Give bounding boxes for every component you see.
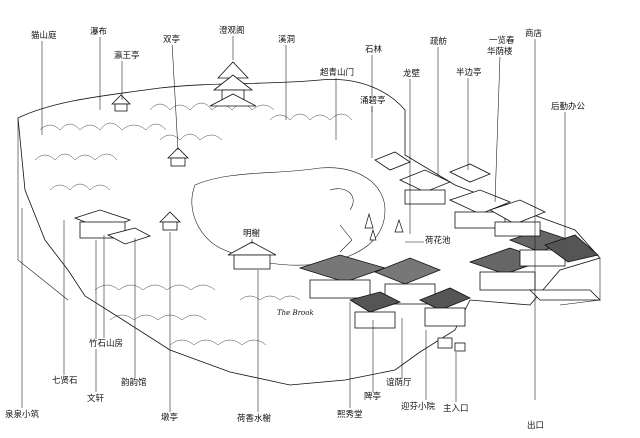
label-yi-yin-ting: 谊荫厅: [385, 378, 413, 388]
buildings-complex-right: [298, 151, 599, 329]
pavilion-dun-ting: [159, 211, 181, 231]
leader-lines: [21, 34, 566, 412]
label-chu-kou: 出口: [526, 421, 546, 431]
pavilion-yan-wang-ting: [111, 94, 131, 112]
label-wen-xuan: 文轩: [86, 394, 106, 404]
label-ming-xie: 明榭: [242, 229, 262, 239]
label-zhuan-shan-ting: 猫山庭: [30, 31, 58, 41]
label-quan-quan-xiao-zhu: 泉泉小筑: [4, 410, 41, 420]
building-ming-xie: [227, 241, 277, 270]
label-yun-yun-guan: 韵韵馆: [120, 378, 148, 388]
label-yan-wang-ting: 瀛王亭: [113, 51, 141, 61]
label-shuang-ting: 双亭: [162, 35, 182, 45]
label-he-xiang-shui-xie: 荷香水榭: [236, 414, 273, 424]
label-cheng-guan-ge: 澄观阁: [218, 26, 246, 36]
label-pi-ting: 陴亭: [363, 392, 383, 402]
label-chao-qing-shan-men: 超青山门: [319, 68, 356, 78]
buildings-left: [73, 209, 152, 245]
stone-peaks: [364, 212, 404, 241]
label-dun-ting: 墩亭: [160, 413, 180, 423]
label-shang-dian: 商店: [524, 29, 544, 39]
label-shi-lin: 石林: [364, 45, 384, 55]
label-liu-bi-ting: 涌碧亭: [359, 96, 387, 106]
label-xi-dong: 溪洞: [277, 35, 297, 45]
entrance-gates: [437, 289, 601, 352]
label-hua-yin-lou: 华荫楼: [486, 47, 514, 57]
label-yi-lan-chun: 一览春: [488, 36, 516, 46]
label-zhu-shi-shan-fang: 竹石山房: [88, 339, 125, 349]
label-shu-fang: 疏舫: [429, 37, 449, 47]
label-he-hua-chi: 荷花池: [424, 236, 452, 246]
label-long-bi: 龙壁: [402, 69, 422, 79]
label-zhu-ru-kou: 主入口: [442, 404, 470, 414]
label-hou-qin-ban-gong: 后勤办公: [550, 102, 587, 112]
label-the-brook: The Brook: [277, 309, 314, 317]
pavilion-cheng-guan-ge: [209, 61, 257, 107]
pavilion-shuang-ting: [167, 147, 189, 167]
label-ying-fang-xiao-yuan: 迎芬小院: [400, 402, 437, 412]
label-ban-bian-ting: 半边亭: [455, 68, 483, 78]
hill-hatching: [34, 102, 353, 346]
label-xian-xiu-tang: 熙秀堂: [336, 410, 364, 420]
label-pu-bu: 瀑布: [89, 27, 109, 37]
label-qi-xian-shi: 七贤石: [51, 376, 79, 386]
pond-area: [191, 167, 386, 266]
